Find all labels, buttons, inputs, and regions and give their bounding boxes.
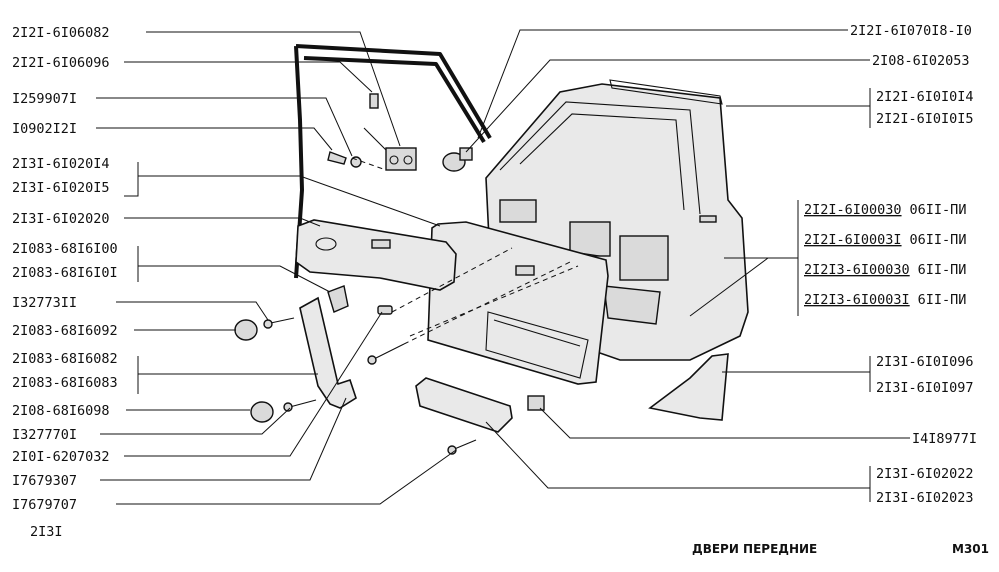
trim-corner-piece bbox=[648, 353, 729, 421]
option-3-note: 6II-ПИ bbox=[918, 262, 967, 278]
label-2I2I-6I0I0I4: 2I2I-6I0I0I4 bbox=[876, 89, 974, 105]
option-2-part: 2I2I-6I0003I bbox=[804, 232, 902, 248]
handle-cap-lower bbox=[250, 401, 274, 423]
label-I7679707: I7679707 bbox=[12, 497, 77, 513]
washer-I259907I bbox=[350, 156, 362, 168]
lock-mechanism bbox=[363, 127, 417, 171]
label-option-3: 2I2I3-6I00030 6II-ПИ bbox=[804, 262, 966, 278]
label-2I3I-6I02020: 2I3I-6I02020 bbox=[12, 211, 110, 227]
label-2I083-68I6082: 2I083-68I6082 bbox=[12, 351, 118, 367]
label-2I3I-6I020I4: 2I3I-6I020I4 bbox=[12, 156, 110, 172]
clip-2I2I-6I06096 bbox=[369, 93, 379, 109]
bolt-I0902I2I bbox=[327, 151, 347, 165]
label-I0902I2I: I0902I2I bbox=[12, 121, 77, 137]
option-4-part: 2I2I3-6I0003I bbox=[804, 292, 910, 308]
label-2I3I-6I0I097: 2I3I-6I0I097 bbox=[876, 380, 974, 396]
armrest bbox=[295, 219, 457, 291]
label-2I0I-6207032: 2I0I-6207032 bbox=[12, 449, 110, 465]
label-2I08-6I02053: 2I08-6I02053 bbox=[872, 53, 970, 69]
label-2I083-68I6092: 2I083-68I6092 bbox=[12, 323, 118, 339]
label-2I083-68I6I00: 2I083-68I6I00 bbox=[12, 241, 118, 257]
label-2I3I-6I020I5: 2I3I-6I020I5 bbox=[12, 180, 110, 196]
handle-cap-upper bbox=[234, 319, 258, 341]
option-4-note: 6II-ПИ bbox=[918, 292, 967, 308]
clip-I4I8977I bbox=[527, 395, 545, 411]
label-option-2: 2I2I-6I0003I 06II-ПИ bbox=[804, 232, 966, 248]
label-2I2I-6I0I0I5: 2I2I-6I0I0I5 bbox=[876, 111, 974, 127]
option-3-part: 2I2I3-6I00030 bbox=[804, 262, 910, 278]
label-2I2I-6I06082: 2I2I-6I06082 bbox=[12, 25, 110, 41]
door-pocket bbox=[415, 377, 513, 433]
label-I4I8977I: I4I8977I bbox=[912, 431, 977, 447]
label-2I3I-6I0I096: 2I3I-6I0I096 bbox=[876, 354, 974, 370]
grip-handle bbox=[299, 296, 357, 409]
handle-bracket bbox=[327, 285, 349, 313]
option-1-part: 2I2I-6I00030 bbox=[804, 202, 902, 218]
door-trim-panel bbox=[427, 221, 609, 385]
plug bbox=[377, 305, 393, 315]
label-2I2I-6I06096: 2I2I-6I06096 bbox=[12, 55, 110, 71]
label-option-1: 2I2I-6I00030 06II-ПИ bbox=[804, 202, 966, 218]
label-2I3I-6I02023: 2I3I-6I02023 bbox=[876, 490, 974, 506]
footer-title: ДВЕРИ ПЕРЕДНИЕ bbox=[692, 542, 817, 556]
label-2I083-68I6083: 2I083-68I6083 bbox=[12, 375, 118, 391]
screw-I7679307 bbox=[371, 343, 405, 361]
option-1-note: 06II-ПИ bbox=[910, 202, 967, 218]
label-I259907I: I259907I bbox=[12, 91, 77, 107]
label-I7679307: I7679307 bbox=[12, 473, 77, 489]
label-I32773II: I32773II bbox=[12, 295, 77, 311]
label-2I08-68I6098: 2I08-68I6098 bbox=[12, 403, 110, 419]
label-I327770I: I327770I bbox=[12, 427, 77, 443]
footer-code: M301 bbox=[952, 542, 989, 556]
footer-model: 2I3I bbox=[30, 524, 63, 540]
label-option-4: 2I2I3-6I0003I 6II-ПИ bbox=[804, 292, 966, 308]
label-2I083-68I6I0I: 2I083-68I6I0I bbox=[12, 265, 118, 281]
label-2I2I-6I070I8-I0: 2I2I-6I070I8-I0 bbox=[850, 23, 972, 39]
label-2I3I-6I02022: 2I3I-6I02022 bbox=[876, 466, 974, 482]
option-2-note: 06II-ПИ bbox=[910, 232, 967, 248]
lock-button bbox=[442, 147, 473, 172]
